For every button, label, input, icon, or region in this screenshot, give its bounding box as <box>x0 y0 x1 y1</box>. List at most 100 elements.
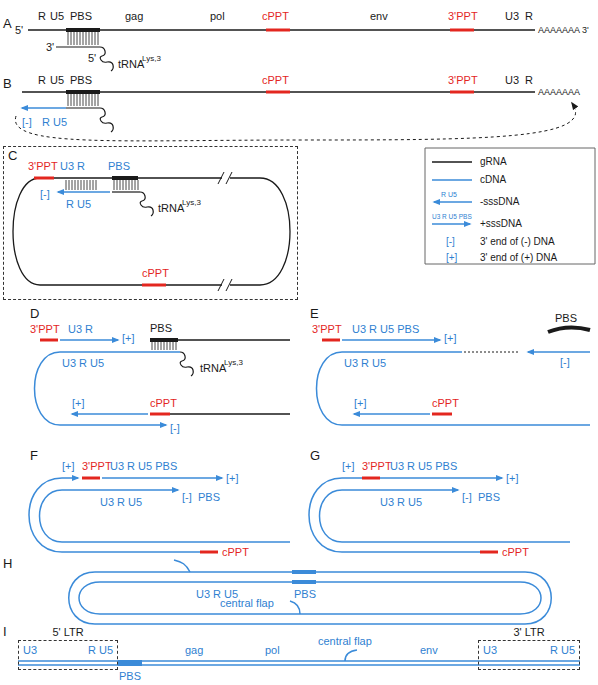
sequence-label: U3 R U5 <box>100 496 142 509</box>
ppt-segment <box>266 91 290 94</box>
base-pairing <box>66 180 96 190</box>
sequence-label: [+] <box>62 460 75 473</box>
sequence-label: 3'PPT <box>362 460 392 473</box>
sequence-label: Lys,3 <box>182 198 201 207</box>
pbs-segment <box>292 570 316 574</box>
sequence-label: [+] <box>354 397 367 410</box>
plus-strand <box>354 413 430 415</box>
strand-transfer-arrow <box>15 103 575 141</box>
sequence-label: U3 <box>505 10 519 23</box>
base-pairing <box>68 94 98 106</box>
central-flap <box>345 650 357 661</box>
sequence-label: pol <box>210 10 225 23</box>
trna-strand <box>56 46 100 47</box>
sequence-label: U3 R U5 PBS <box>432 213 472 220</box>
legend-text: 3' end of (+) DNA <box>480 252 557 264</box>
sequence-label: R U5 <box>88 644 113 657</box>
panel-letter: B <box>3 77 12 92</box>
base-pairing <box>68 32 98 45</box>
plus-strand <box>72 413 148 415</box>
sequence-label: R <box>38 74 46 87</box>
dna-flap <box>174 560 190 572</box>
sequence-label: U5 <box>50 10 64 23</box>
trna-symbol <box>180 352 193 376</box>
sequence-label: [-] <box>446 236 455 248</box>
sequence-label: 3'PPT <box>82 460 112 473</box>
genome-rna-loop <box>13 178 290 285</box>
panel-letter: C <box>8 149 17 164</box>
sequence-label: cPPT <box>432 397 459 410</box>
ppt-segment <box>40 339 58 342</box>
ppt-segment <box>480 551 498 554</box>
sequence-label: 5' <box>15 24 23 37</box>
sequence-label: [+] <box>72 397 85 410</box>
sequence-label: cPPT <box>262 74 289 87</box>
sequence-label: PBS <box>70 10 92 23</box>
sequence-label: PBS <box>294 588 316 601</box>
ppt-segment <box>34 177 54 180</box>
minus-strand <box>320 490 571 542</box>
sequence-label: [-] <box>462 491 472 504</box>
ltr-box: 3' LTRU3R U5 <box>478 626 580 670</box>
base-pairing <box>152 342 176 350</box>
sequence-label: U3 R <box>68 323 93 336</box>
trna-symbol <box>100 47 113 71</box>
ppt-segment <box>142 284 166 287</box>
panel-letter: D <box>30 307 39 322</box>
sequence-label: [+] <box>342 460 355 473</box>
plus-sssdna <box>380 477 502 479</box>
pbs-segment <box>292 580 316 584</box>
sequence-label: [+] <box>506 472 519 485</box>
legend-box <box>425 148 595 264</box>
sequence-label: U3 R U5 <box>380 496 422 509</box>
sequence-label: R U5 <box>441 191 457 199</box>
sequence-label: [+] <box>122 332 135 345</box>
panel-letter: G <box>310 449 320 464</box>
sequence-label: [-] <box>182 491 192 504</box>
sequence-label: PBS <box>108 160 130 173</box>
sequence-label: U5 <box>50 74 64 87</box>
sequence-label: R <box>525 10 533 23</box>
panel-letter: H <box>3 557 12 572</box>
trna-symbol <box>140 192 153 216</box>
sequence-label: PBS <box>478 491 500 504</box>
sequence-label: 3'PPT <box>312 323 342 336</box>
genome-rna <box>170 413 290 414</box>
panel-letter: I <box>3 625 7 640</box>
sequence-label: tRNA <box>158 202 184 215</box>
circular-dna <box>79 582 541 614</box>
legend-sample <box>432 161 472 163</box>
legend-sample <box>434 201 472 203</box>
sequence-label: PBS <box>150 322 172 335</box>
sequence-label: R <box>525 74 533 87</box>
panel-letter: A <box>3 17 12 32</box>
sequence-label: central flap <box>318 635 372 648</box>
legend-text: cDNA <box>480 174 506 186</box>
sequence-label: U3 R U5 PBS <box>110 460 177 473</box>
break-mark <box>218 172 232 184</box>
sequence-label: [+] <box>226 472 239 485</box>
pbs-segment <box>548 327 590 332</box>
sequence-label: R <box>38 10 46 23</box>
sequence-label: U3 R U5 <box>344 357 386 370</box>
panel-letter: E <box>310 307 319 322</box>
sequence-label: 3' <box>46 41 54 54</box>
sequence-label: tRNA <box>200 362 226 375</box>
pbs-segment <box>112 176 138 180</box>
sequence-label: cPPT <box>262 10 289 23</box>
plus-sssdna <box>102 477 222 479</box>
legend-sample <box>432 179 472 181</box>
sequence-label: [+] <box>446 252 457 264</box>
minus-sssdna <box>58 191 110 193</box>
genome-rna <box>28 29 535 30</box>
sequence-label: PBS <box>198 491 220 504</box>
sequence-label: cPPT <box>150 397 177 410</box>
plus-sssdna <box>342 339 440 341</box>
genome-rna <box>22 91 535 92</box>
sequence-label: AAAAAAA <box>538 87 580 97</box>
break-mark <box>218 279 232 291</box>
sequence-label: Lys,3 <box>224 358 243 367</box>
minus-strand <box>528 351 590 353</box>
sequence-label: R U5 <box>66 198 91 211</box>
sequence-label: U3 R U5 PBS <box>352 323 419 336</box>
